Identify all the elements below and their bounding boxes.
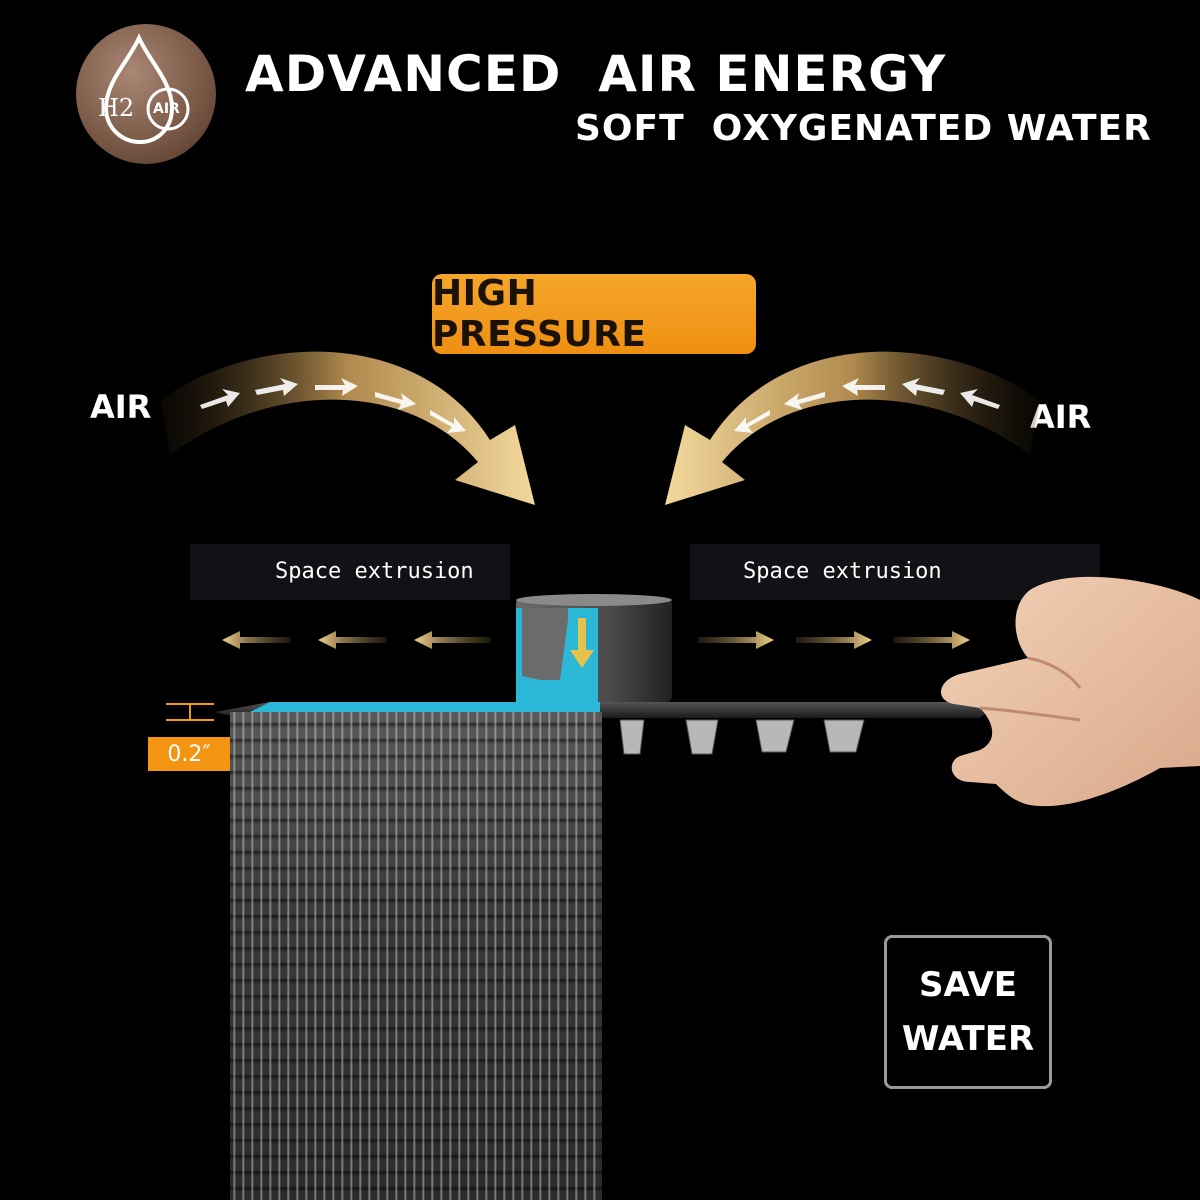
logo-h2-text: H2	[98, 94, 135, 122]
hand-icon	[941, 576, 1200, 807]
logo-air-text: AIR	[153, 101, 180, 117]
arrow-right-icon	[894, 631, 970, 649]
air-label-right: AIR	[1030, 398, 1092, 436]
airflow-arrows	[160, 351, 1040, 505]
arrow-left-icon	[318, 631, 386, 649]
high-pressure-badge: HIGH PRESSURE	[432, 273, 756, 355]
air-arrow-right-icon	[665, 351, 1040, 505]
arrow-left-icon	[414, 631, 490, 649]
air-arrow-left-icon	[160, 351, 535, 505]
arrow-right-icon	[796, 631, 872, 649]
air-label-left: AIR	[90, 388, 152, 426]
page-title: ADVANCED AIR ENERGY	[245, 45, 947, 103]
page-subtitle: SOFT OXYGENATED WATER	[575, 108, 1152, 149]
arrow-right-icon	[698, 631, 774, 649]
space-extrusion-label-right: Space extrusion	[743, 559, 942, 584]
gap-dimension-icon	[166, 703, 214, 721]
save-water-badge: SAVE WATER	[884, 935, 1052, 1089]
space-extrusion-label-left: Space extrusion	[275, 559, 474, 584]
arrow-left-icon	[222, 631, 290, 649]
extrusion-arrows	[222, 631, 970, 649]
save-water-line1: SAVE	[918, 965, 1018, 1005]
extrusion-band-left	[190, 544, 510, 600]
save-water-line2: WATER	[901, 1019, 1035, 1059]
gap-value-badge: 0.2″	[148, 737, 230, 771]
water-drop-icon: H2 AIR	[76, 24, 216, 164]
water-stream	[230, 712, 602, 1200]
